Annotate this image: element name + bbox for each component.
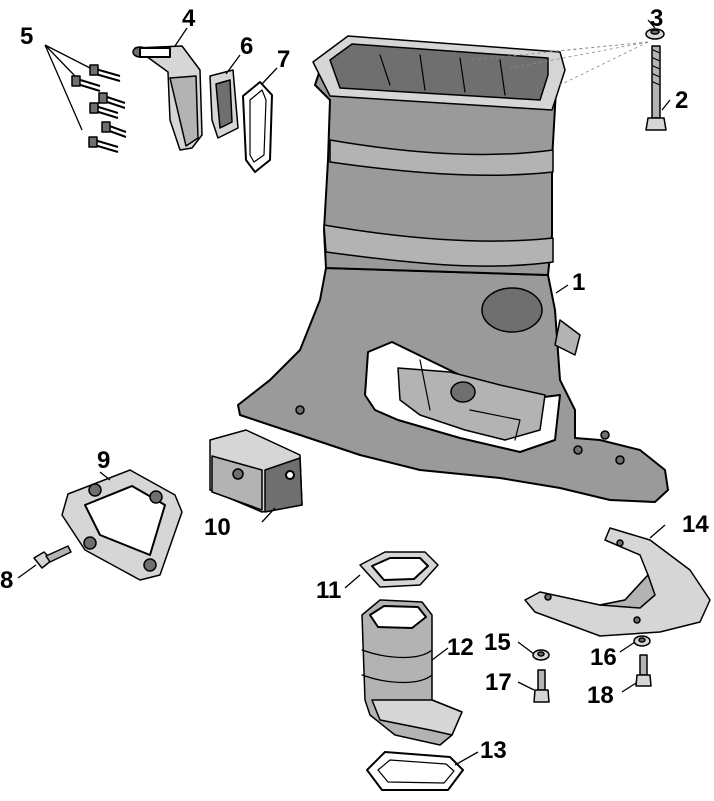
callout-5: 5: [20, 23, 33, 50]
part-bracket: [209, 429, 303, 513]
callout-2: 2: [675, 87, 688, 114]
callout-4: 4: [182, 5, 196, 32]
callout-15: 15: [484, 629, 511, 656]
callout-10: 10: [204, 514, 231, 541]
part-screws: [71, 64, 127, 153]
callout-labels: 1 2 3 4 5 6 7 8 9 10 11 12 13 14 15 16 1…: [0, 5, 709, 764]
callout-11: 11: [316, 577, 341, 604]
part-exhaust-tube: [361, 599, 463, 746]
part-washer: [645, 28, 665, 40]
part-screw-left: [533, 669, 550, 703]
part-gasket-ring: [366, 751, 464, 791]
callout-9: 9: [97, 447, 110, 474]
callout-8: 8: [0, 567, 13, 594]
callout-16: 16: [590, 644, 617, 671]
callout-1: 1: [572, 269, 585, 296]
part-cover-with-tube: [132, 45, 203, 151]
callout-7: 7: [277, 46, 290, 73]
part-small-plate: [209, 69, 239, 139]
part-screw-right: [635, 654, 652, 687]
callout-18: 18: [587, 682, 614, 709]
callout-12: 12: [447, 634, 474, 661]
callout-6: 6: [240, 33, 253, 60]
part-bolt: [33, 545, 72, 569]
leader-lines: [17, 19, 671, 766]
part-cover-plate: [61, 469, 183, 581]
part-long-bolt: [645, 45, 667, 131]
part-washer-right: [633, 635, 651, 647]
part-washer-left: [532, 649, 550, 661]
callout-3: 3: [650, 5, 663, 32]
part-gasket: [242, 81, 273, 173]
part-plate: [524, 527, 711, 637]
part-exhaust-housing: [237, 35, 669, 503]
callout-13: 13: [480, 737, 507, 764]
callout-14: 14: [682, 511, 709, 538]
callout-17: 17: [485, 669, 512, 696]
part-seal-ring: [359, 551, 439, 588]
